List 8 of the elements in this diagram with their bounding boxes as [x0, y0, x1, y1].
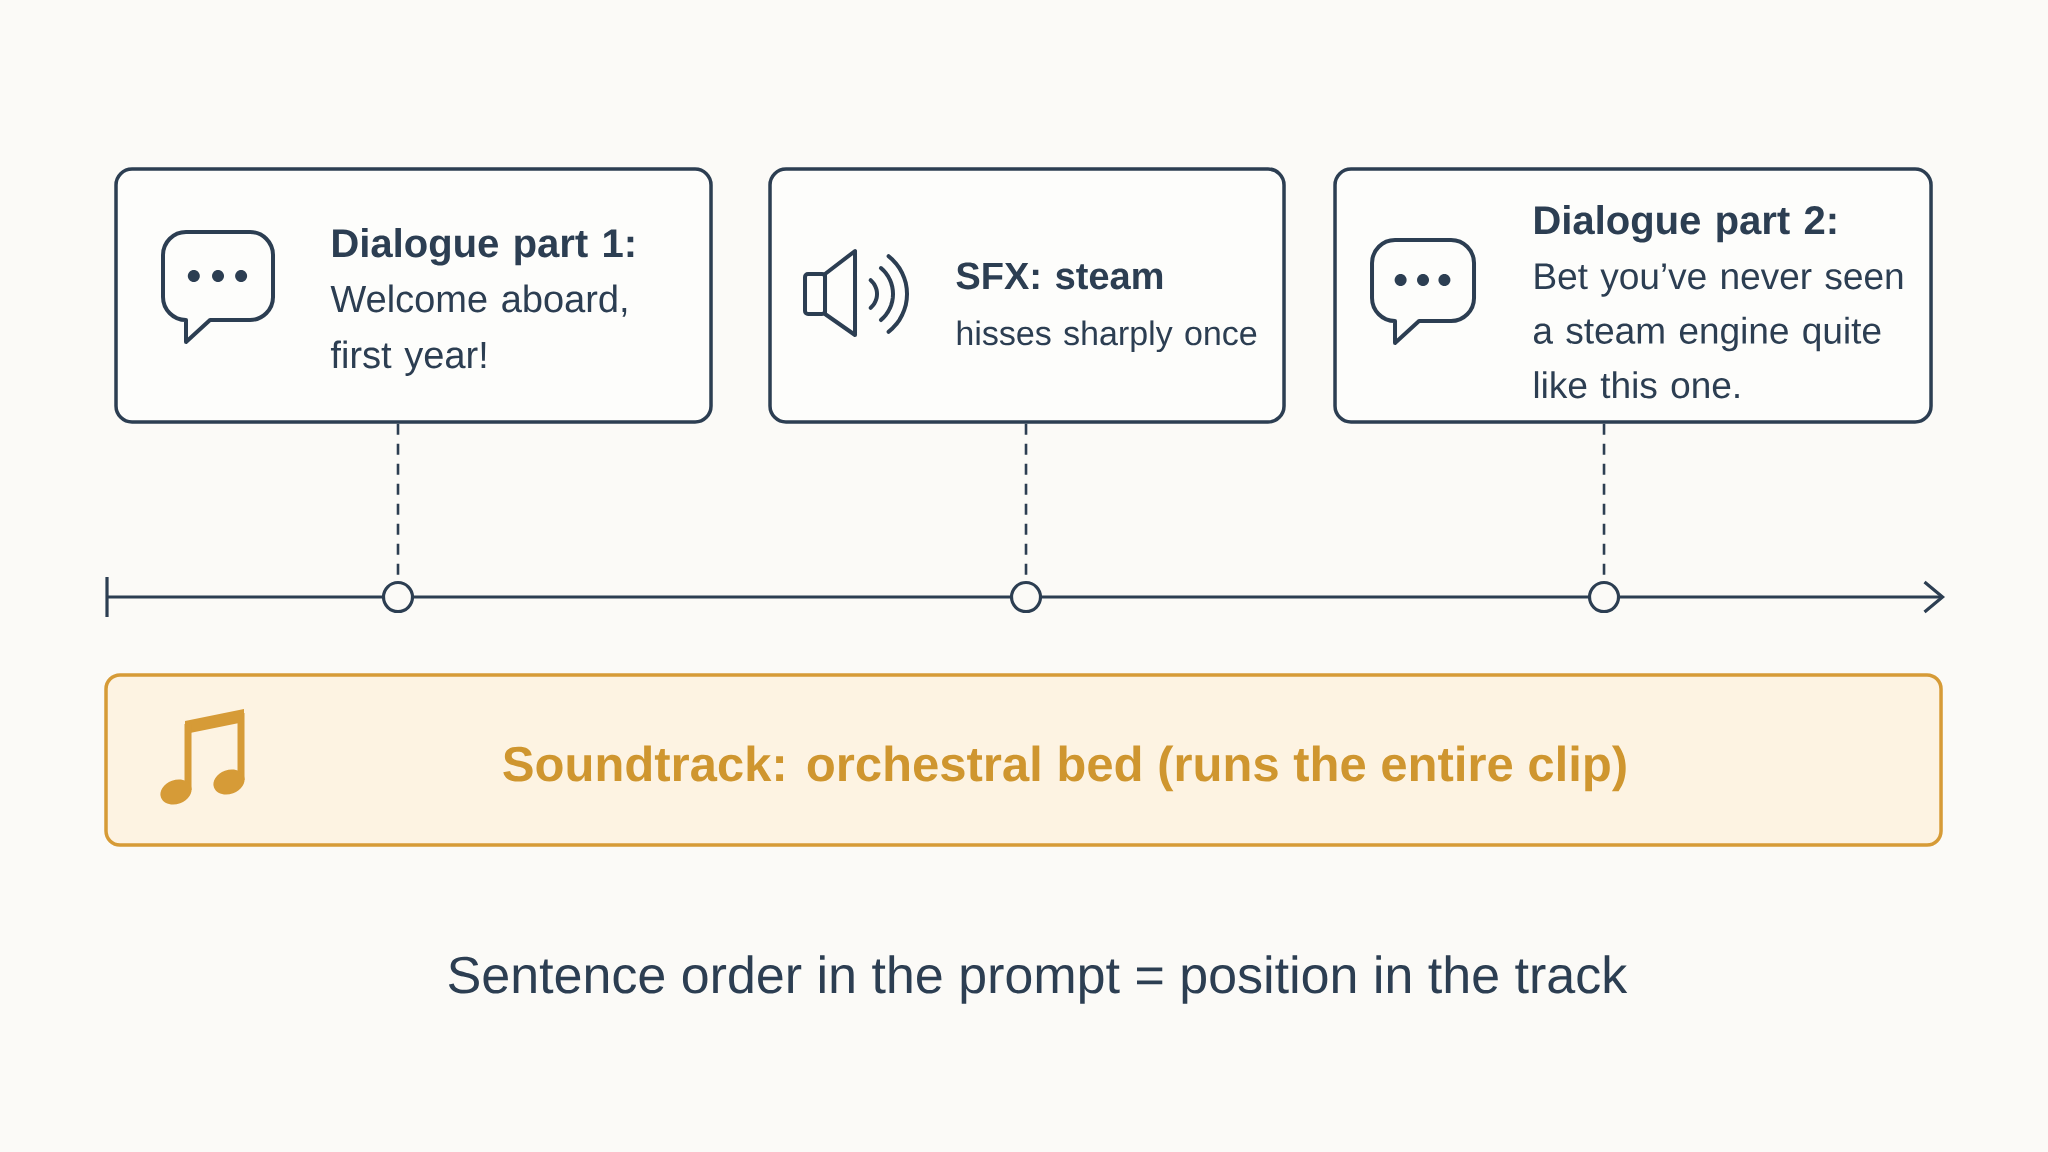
box-heading: SFX: steam	[956, 262, 1163, 290]
box-text: Welcome aboard, first year!	[330, 284, 627, 376]
box-heading: Dialogue part 1:	[333, 228, 634, 266]
caption: Sentence order in the prompt = position in the track	[448, 955, 1628, 1004]
bar-label: Soundtrack: orchestral bed (runs the entire clip)	[503, 745, 1626, 792]
box-text: hisses sharply once	[957, 320, 1257, 353]
box-heading: Dialogue part 2:	[1535, 205, 1836, 243]
box-text: Bet you’ve never seen a steam engine quite like this one.	[1534, 263, 1903, 399]
